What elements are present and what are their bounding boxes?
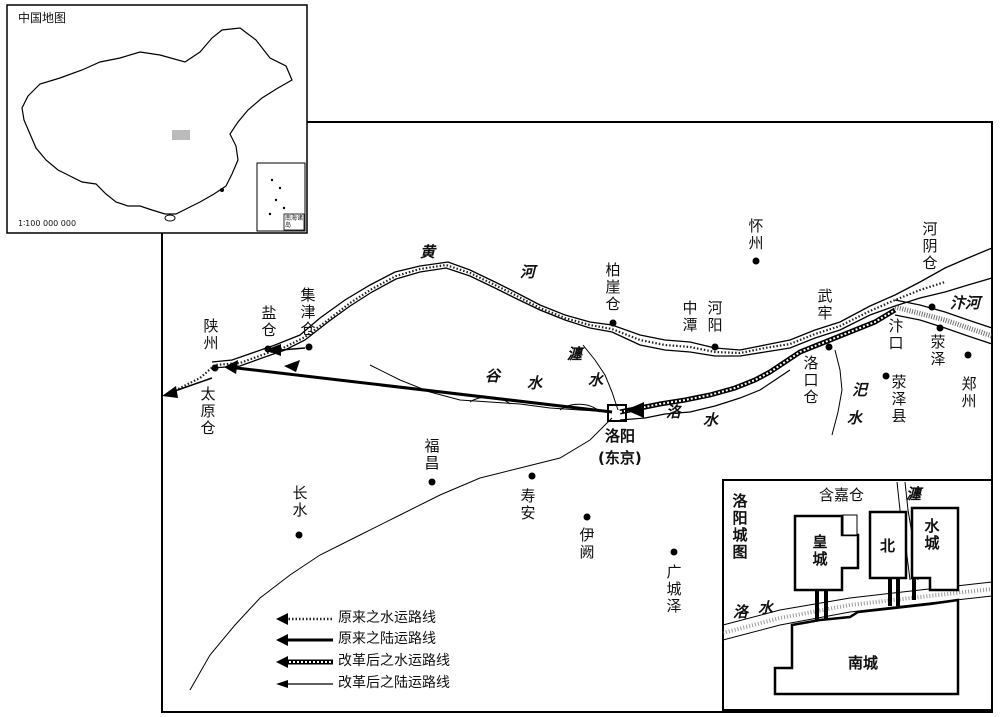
chan-river (582, 344, 619, 411)
river-gu-shui: 水 (527, 374, 543, 392)
river-si: 汜 (852, 381, 868, 399)
north-city-wall (868, 510, 908, 580)
huangcheng-wall (793, 514, 860, 592)
land-route-arrowhead (224, 360, 238, 374)
city-huangcheng: 皇城 (812, 533, 828, 568)
city-inset-title: 洛阳城图 (732, 492, 748, 561)
place-yique: 伊阙 (579, 526, 595, 561)
place-yancang: 盐仓 (261, 304, 277, 339)
original-water-route (171, 263, 946, 393)
place-fuchang: 福昌 (424, 437, 440, 472)
place-taiyuancang: 太原仓 (200, 385, 216, 437)
legend-reformed-land: 改革后之陆运路线 (338, 675, 450, 691)
place-zhengzhou: 郑州 (961, 375, 977, 410)
yellow-river-north-bank (211, 247, 993, 363)
south-sea-label: 南海诸岛 (285, 215, 304, 229)
river-huang: 黄 (420, 243, 436, 261)
original-land-route (227, 365, 613, 414)
place-guangchengze: 广城泽 (666, 563, 682, 615)
place-bianko: 汴口 (888, 317, 904, 352)
city-chan: 瀍 (906, 485, 922, 503)
place-zhongtan: 中潭 (682, 299, 698, 334)
yi-river (189, 417, 613, 691)
place-jijincang: 集津仓 (300, 286, 316, 338)
place-dongjing: (东京) (598, 449, 642, 467)
place-luokoucang: 洛口仓 (803, 354, 819, 406)
river-gu: 谷 (485, 367, 501, 385)
river-bian: 汴河 (950, 294, 981, 312)
place-changshui: 长水 (292, 484, 308, 519)
river-luo: 洛 (666, 403, 682, 421)
city-bei: 北 (880, 537, 896, 555)
place-wulao: 武牢 (817, 287, 833, 322)
place-xingze: 荥泽 (930, 333, 946, 368)
luoyang-marker (607, 404, 627, 422)
city-hanjiacang: 含嘉仓 (819, 486, 865, 504)
legend-reformed-water: 改革后之水运路线 (338, 653, 450, 669)
place-xingzexian: 荥泽县 (891, 373, 907, 425)
si-river (831, 349, 843, 436)
river-chan-shui: 水 (588, 371, 604, 389)
inset-title: 中国地图 (18, 11, 67, 25)
legend-original-land: 原来之陆运路线 (338, 631, 436, 647)
place-shouan: 寿安 (520, 487, 536, 522)
place-baiyacang: 柏崖仓 (605, 261, 621, 313)
place-heyincang: 河阴仓 (922, 220, 938, 272)
city-shuicheng: 水城 (924, 517, 940, 552)
place-heyang: 河阳 (707, 299, 723, 334)
river-he: 河 (520, 263, 536, 281)
china-outline (21, 27, 293, 215)
river-chan: 瀍 (567, 345, 583, 363)
river-si-shui: 水 (847, 409, 863, 427)
bian-river (894, 299, 993, 329)
legend-original-water: 原来之水运路线 (338, 610, 436, 626)
yellow-river-south-bank (211, 267, 993, 369)
place-huaizhou: 怀州 (748, 217, 764, 252)
gu-river (369, 364, 613, 413)
place-luoyang: 洛阳 (605, 427, 636, 445)
city-nancheng: 南城 (848, 654, 879, 672)
city-luo-shui: 水 (758, 599, 774, 617)
place-shanzhou: 陕州 (203, 317, 219, 352)
nancheng-wall (773, 598, 960, 696)
legend-swatches (276, 613, 333, 688)
inset-scale: 1∶100 000 000 (18, 219, 77, 228)
city-luo: 洛 (733, 603, 749, 621)
river-luo-shui: 水 (703, 411, 719, 429)
region-highlight (172, 130, 190, 140)
